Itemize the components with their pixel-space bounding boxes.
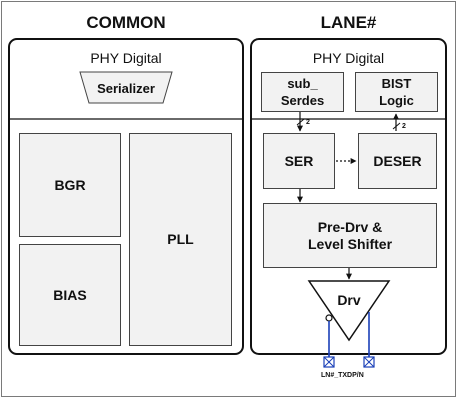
common-phy-digital-label: PHY Digital [90,50,162,66]
bias-block: BIAS [19,244,121,346]
bias-label: BIAS [53,286,87,303]
lane-phy-digital-label: PHY Digital [312,50,385,66]
predrv-label: Pre-Drv & Level Shifter [307,218,393,252]
deser-block: DESER [358,133,437,189]
bus-width-left: 2 [306,119,310,126]
sub-serdes-block: sub_ Serdes [261,72,344,112]
ser-label: SER [284,152,314,169]
pin-caption: LN#_TXDP/N [321,372,364,379]
ser-block: SER [263,133,335,189]
lane-title: LANE# [320,13,377,32]
serializer-trapezoid [79,71,173,104]
bus-slash-right [392,122,401,130]
pad-n-icon [323,356,335,368]
bist-logic-block: BIST Logic [355,72,438,112]
bgr-label: BGR [54,176,86,193]
bus-width-right: 2 [402,123,406,130]
pll-label: PLL [167,231,194,247]
sub-serdes-label: sub_ Serdes [280,76,325,108]
bist-logic-label: BIST Logic [379,76,414,108]
drv-triangle [307,280,391,342]
serializer-label: Serializer [97,81,155,96]
common-title: COMMON [86,13,166,32]
deser-label: DESER [373,152,422,169]
pad-p-icon [363,356,375,368]
predrv-block: Pre-Drv & Level Shifter [263,203,437,268]
bgr-block: BGR [19,133,121,237]
bus-slash-left [296,118,305,126]
inverting-bubble [325,314,333,322]
pll-block: PLL [129,133,232,346]
drv-label: Drv [337,292,361,308]
